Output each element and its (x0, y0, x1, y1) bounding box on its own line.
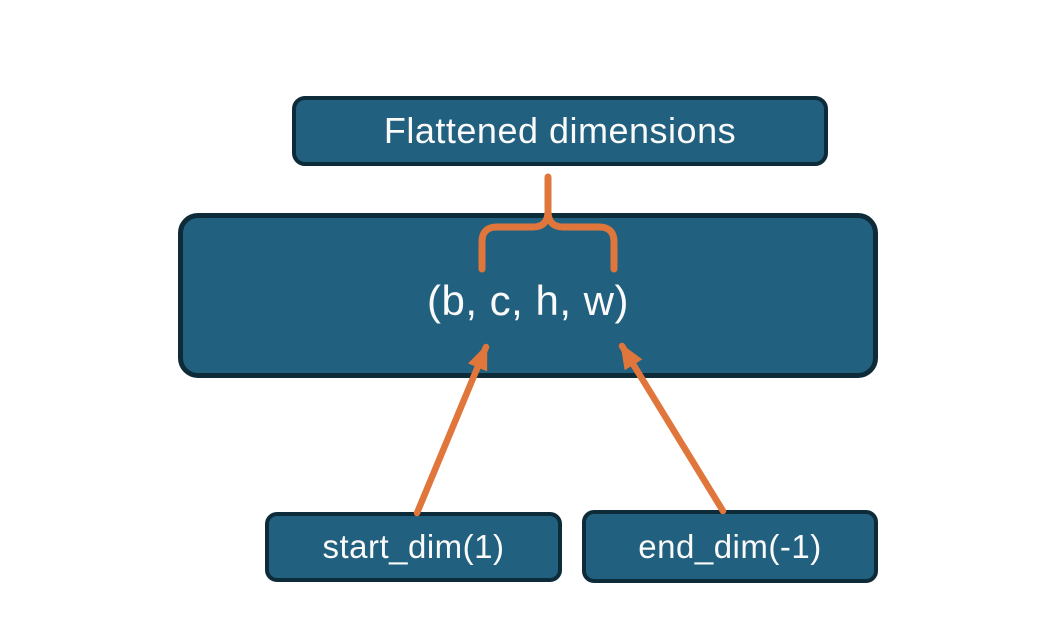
node-flattened-dimensions: Flattened dimensions (292, 96, 828, 166)
start-dim-label: start_dim(1) (322, 528, 505, 565)
node-end-dim: end_dim(-1) (582, 510, 878, 583)
end-dim-label: end_dim(-1) (638, 527, 822, 565)
flattened-dimensions-label: Flattened dimensions (383, 110, 737, 151)
tensor-shape-label: (b, c, h, w) (426, 276, 630, 324)
node-tensor-shape: (b, c, h, w) (178, 213, 878, 378)
node-start-dim: start_dim(1) (265, 512, 562, 582)
